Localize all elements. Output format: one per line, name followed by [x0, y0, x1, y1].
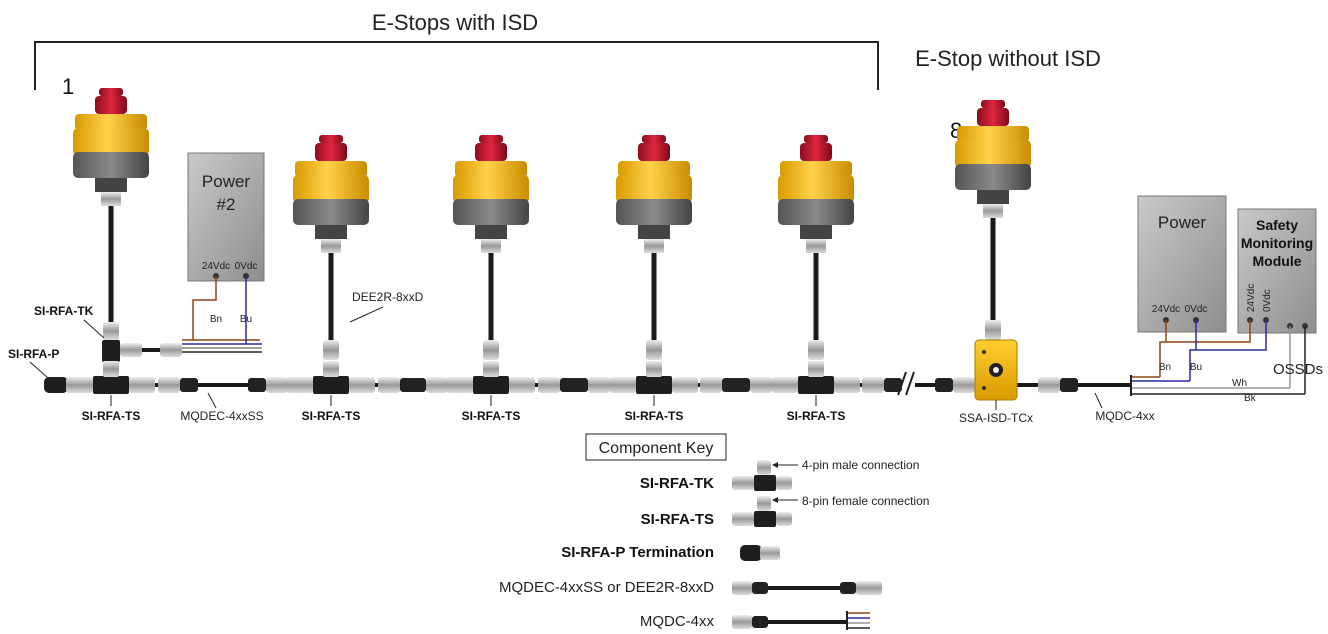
si-rfa-tk-label: SI-RFA-TK: [34, 304, 94, 318]
si-rfa-tk-leader: [83, 319, 105, 339]
mqdc-leader: [1094, 392, 1103, 409]
estop-button-2: [293, 135, 369, 253]
power-2-box: [187, 152, 265, 282]
key-cable-label: MQDEC-4xxSS or DEE2R-8xxD: [499, 579, 714, 596]
power-2-title: Power: [202, 172, 251, 191]
key-female-arrowhead: [772, 497, 778, 503]
trunk-plug: [158, 377, 198, 393]
si-rfa-ts-label-3: SI-RFA-TS: [462, 409, 521, 423]
mqdec-leader: [207, 392, 217, 409]
power-title: Power: [1158, 213, 1207, 232]
key-ts-label: SI-RFA-TS: [641, 511, 714, 528]
power-2-0vdc: 0Vdc: [235, 261, 258, 272]
si-rfa-p-label: SI-RFA-P: [8, 347, 59, 361]
si-rfa-ts-tee-4: [610, 361, 698, 394]
trunk-plug: [248, 377, 288, 393]
key-mqdc-symbol: [732, 611, 870, 630]
drop-plug: [323, 340, 339, 360]
power-24vdc: 24Vdc: [1152, 304, 1180, 315]
wire-wh-label: Wh: [1232, 378, 1247, 389]
key-p-symbol: [740, 545, 780, 561]
cable-break-mark: [905, 371, 915, 396]
trunk-plug: [408, 377, 448, 393]
estop-button-1: [73, 88, 149, 206]
ssa-isd-tcx-adapter: [974, 339, 1018, 401]
tk-aux-plug: [160, 343, 182, 357]
power-bu: Bu: [1190, 362, 1202, 373]
safety-module-24vdc: 24Vdc: [1246, 284, 1257, 312]
brown-wire-right: [1159, 320, 1251, 377]
si-rfa-p-leader: [29, 361, 49, 379]
drop-plug: [808, 340, 824, 360]
estop-button-4: [616, 135, 692, 253]
safety-module-0vdc: 0Vdc: [1262, 289, 1273, 312]
component-key-box: [585, 433, 727, 461]
si-rfa-ts-label-1: SI-RFA-TS: [82, 409, 141, 423]
ossds-label: OSSDs: [1273, 361, 1323, 378]
key-ts-symbol: [732, 496, 792, 527]
power-0vdc: 0Vdc: [1185, 304, 1208, 315]
safety-monitoring-module: [1237, 208, 1317, 334]
mqdc-label: MQDC-4xx: [1095, 409, 1154, 423]
key-cable-symbol: [732, 581, 882, 595]
estop-button-3: [453, 135, 529, 253]
si-rfa-ts-tee-2: [287, 361, 375, 394]
dee2r-label: DEE2R-8xxD: [352, 290, 424, 304]
power-box: [1137, 195, 1227, 333]
ssa-label: SSA-ISD-TCx: [959, 411, 1033, 425]
estop-button-8: [955, 100, 1031, 218]
key-mqdc-label: MQDC-4xx: [640, 613, 715, 630]
wire-bk-label: Bk: [1244, 393, 1257, 404]
power-bn: Bn: [1159, 362, 1171, 373]
estops-with-isd-title: E-Stops with ISD: [372, 10, 538, 35]
estop-button-5: [778, 135, 854, 253]
power-2-number: #2: [217, 195, 236, 214]
safety-module-line1: Safety: [1256, 217, 1298, 233]
trunk-plug: [862, 377, 902, 393]
si-rfa-ts-tee-1: [67, 361, 155, 394]
mqdec-label: MQDEC-4xxSS: [180, 409, 263, 423]
si-rfa-tk-connector: [102, 322, 142, 362]
drop-plug: [483, 340, 499, 360]
trunk-plug: [1038, 377, 1078, 393]
key-tk-label: SI-RFA-TK: [640, 475, 714, 492]
trunk-plug: [935, 377, 975, 393]
trunk-plug: [732, 377, 772, 393]
safety-module-line3: Module: [1253, 253, 1302, 269]
si-rfa-ts-label-4: SI-RFA-TS: [625, 409, 684, 423]
blue-wire-right: [1189, 320, 1267, 381]
estop-without-isd-title: E-Stop without ISD: [915, 46, 1101, 71]
si-rfa-ts-tee-5: [772, 361, 860, 394]
trunk-plug: [570, 377, 610, 393]
dee2r-leader: [349, 306, 384, 323]
key-tk-symbol: [732, 460, 792, 491]
key-male-note: 4-pin male connection: [802, 458, 919, 472]
component-key-title: Component Key: [599, 440, 714, 457]
power-2-bn: Bn: [210, 314, 222, 325]
key-female-note: 8-pin female connection: [802, 494, 929, 508]
safety-module-line2: Monitoring: [1241, 235, 1313, 251]
estops-bracket: [34, 41, 879, 90]
key-male-arrowhead: [772, 462, 778, 468]
si-rfa-ts-label-5: SI-RFA-TS: [787, 409, 846, 423]
power-2-24vdc: 24Vdc: [202, 261, 230, 272]
estop-number-1: 1: [62, 74, 74, 99]
si-rfa-ts-label-2: SI-RFA-TS: [302, 409, 361, 423]
si-rfa-ts-tee-3: [447, 361, 535, 394]
drop-plug: [985, 320, 1001, 340]
drop-plug: [646, 340, 662, 360]
key-p-label: SI-RFA-P Termination: [561, 544, 714, 561]
power-2-bu: Bu: [240, 314, 252, 325]
power-2-brown-wire: [192, 276, 217, 340]
